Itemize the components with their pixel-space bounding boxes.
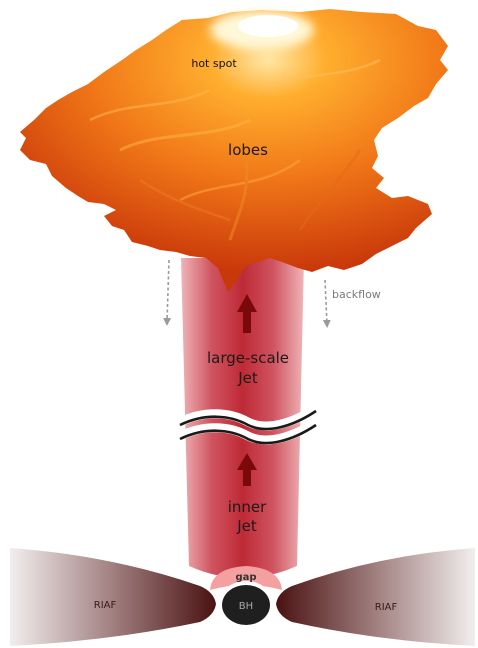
backflow-label: backflow [332,288,381,301]
inner-jet-label-line1: inner [228,498,267,516]
inner-jet-label-line2: Jet [236,517,257,535]
large-scale-jet-label-line2: Jet [237,369,258,387]
backflow-arrow-left [167,260,169,322]
hot-spot-label: hot spot [191,57,237,70]
black-hole-label: BH [239,601,253,612]
riaf-right-label: RIAF [375,602,398,613]
backflow-arrow-right [325,280,327,324]
lobes-label: lobes [228,141,268,159]
riaf-right-disc [276,548,475,646]
large-scale-jet-label-line1: large-scale [207,349,289,367]
hot-spot-core [238,15,298,37]
gap-label: gap [235,572,256,583]
riaf-left-disc [10,548,216,646]
riaf-left-label: RIAF [94,600,117,611]
